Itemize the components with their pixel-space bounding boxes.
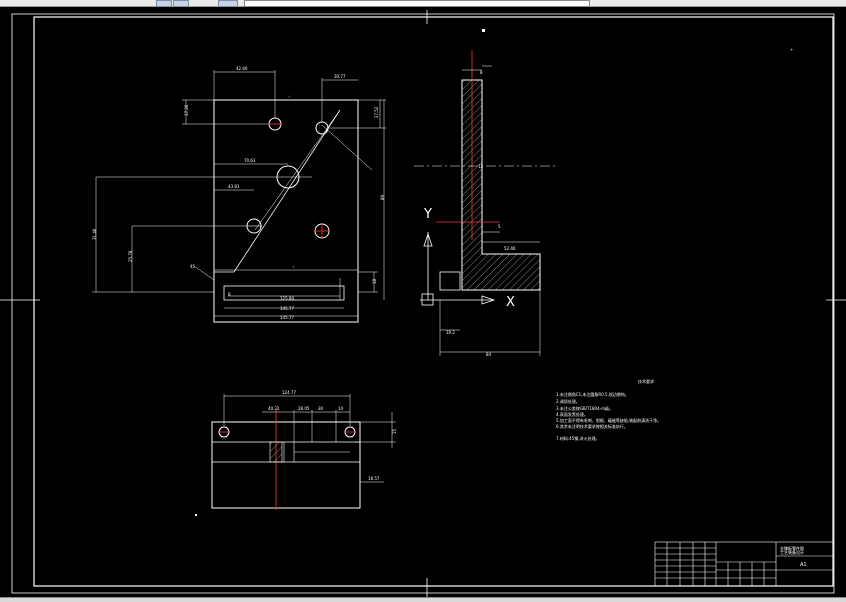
tech-note-3: 3.未注公差按GB/T1804-m级。 [556, 405, 613, 411]
bv-dim-top-total: 124.77 [282, 390, 296, 395]
sheet-outer-border [11, 13, 835, 594]
dim-left-v-small: 25.78 [128, 250, 133, 262]
dim-top-left: 42.60 [236, 66, 248, 71]
axis-y-label: Y [423, 207, 432, 222]
tech-notes-heading: 技术要求 [638, 378, 654, 384]
tech-note-6: 6.其余未注明技术要求按相关标准执行。 [556, 423, 628, 429]
title-block [654, 541, 834, 587]
bv-dim-d1: 40.32 [268, 406, 280, 411]
dim-lower-h: 43.81 [228, 184, 240, 189]
side-dim-bottom: 84 [486, 352, 492, 357]
side-dim-bottom-left: 19.2 [446, 330, 455, 335]
dim-left-small: 8 [228, 292, 231, 297]
center-marks [0, 10, 846, 597]
side-view: Y X 8 12 5 52.40 19.2 84 ✓ [414, 50, 556, 357]
toolbar [0, 0, 846, 7]
cad-drawing-canvas[interactable]: ✦ [0, 6, 846, 597]
side-dim-flange: 52.40 [504, 246, 516, 251]
dim-right-v-long: 89 [380, 194, 385, 200]
bv-dim-d4: 14 [338, 406, 344, 411]
bv-marker [195, 514, 197, 516]
side-dim-mid: 12 [478, 164, 484, 169]
dim-top-right: 30.77 [334, 74, 346, 79]
bv-dim-d2: 28.05 [298, 406, 310, 411]
dim-left-hole-v: 17.26 [184, 104, 189, 116]
bv-dim-right-v: 15 [392, 428, 397, 434]
dim-right-hole-v: 27.52 [374, 106, 379, 118]
surface-mark-icon-2: ✓ [292, 264, 295, 269]
title-name-line2: 工艺装备设计 [780, 549, 804, 555]
tech-notes: 技术要求 1.未注倒角C1,未注圆角R0.5,锐边倒钝。 2.调质处理。 3.未… [556, 378, 661, 441]
bottom-view: 124.77 40.32 28.05 30 14 15 18.57 [195, 390, 397, 516]
side-surface-mark-icon: ✓ [480, 130, 483, 135]
dim-left-v-big: 31.46 [92, 228, 97, 240]
axis-x-label: X [506, 295, 515, 310]
tech-note-8: 7.材料:45钢,淬火处理。 [556, 435, 600, 441]
status-bar [0, 597, 846, 602]
dim-bottom-outer: 145.77 [280, 315, 294, 320]
title-sheet-size: A1 [800, 562, 807, 568]
bv-dim-right-small: 18.57 [368, 476, 380, 481]
sheet-inner-frame [33, 16, 834, 587]
toolbar-button-2[interactable] [173, 0, 189, 7]
bv-dim-d3: 30 [318, 406, 324, 411]
tech-note-1: 1.未注倒角C1,未注圆角R0.5,锐边倒钝。 [556, 391, 629, 397]
toolbar-field[interactable] [244, 0, 590, 7]
title-marker [482, 29, 485, 32]
front-view: ✓ ✓ 42.60 30.77 17.26 27.52 70.63 43.81 … [92, 66, 386, 323]
dim-bottom-inner: 125.80 [280, 296, 294, 301]
toolbar-dropdown[interactable] [218, 0, 238, 7]
dim-mid-h: 70.63 [244, 158, 256, 163]
surface-mark-icon: ✓ [288, 94, 291, 99]
corner-marker-icon: ✦ [790, 47, 794, 52]
tech-note-5: 5.加工面不得有毛刺、划痕、磕碰等缺陷,装配前清洗干净。 [556, 417, 661, 423]
tech-note-4: 4.表面发黑处理。 [556, 411, 588, 417]
dim-corner-label: 45 [190, 264, 196, 269]
side-dim-top: 8 [480, 70, 483, 75]
side-dim-right-small: 5 [498, 224, 501, 229]
toolbar-button-1[interactable] [156, 0, 172, 7]
title-name-line1: 支撑板零件图 [780, 545, 804, 551]
tech-note-2: 2.调质处理。 [556, 398, 580, 404]
dim-bottom-mid: 145.77 [280, 306, 294, 311]
dim-right-small: 18 [372, 278, 377, 284]
